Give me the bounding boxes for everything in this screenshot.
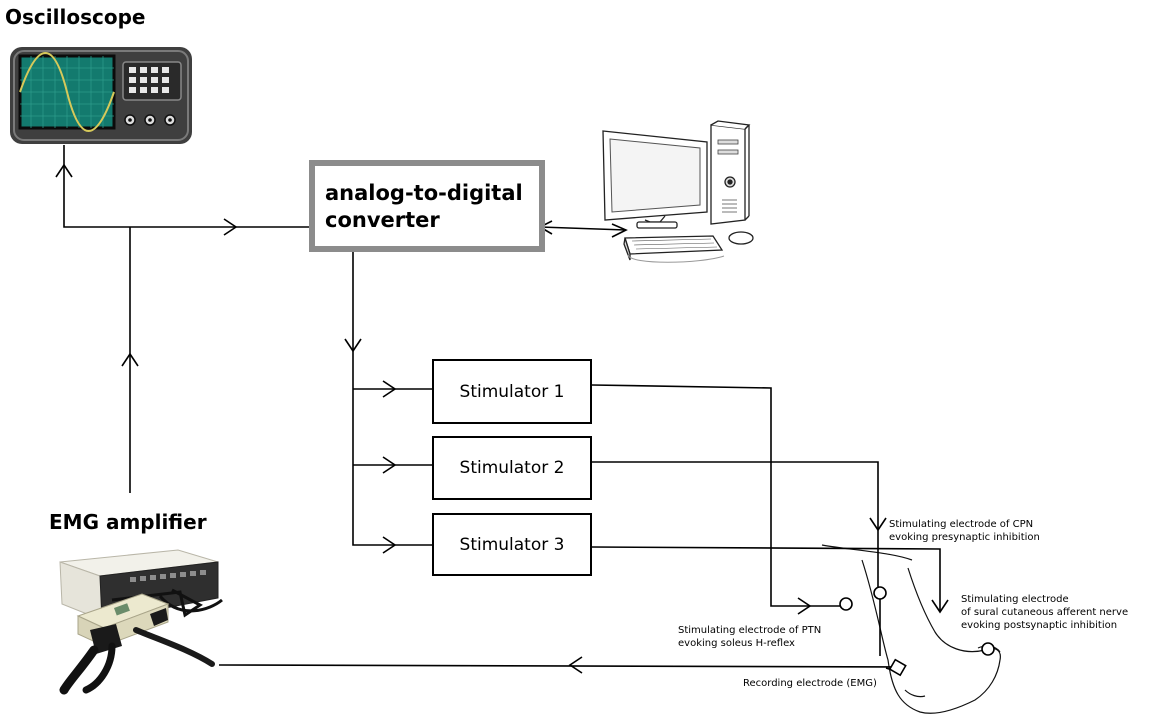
adc-box: analog-to-digital converter (309, 160, 545, 252)
electrodes (839, 586, 995, 677)
ptn-electrode-label: Stimulating electrode of PTN evoking sol… (678, 624, 821, 650)
adc-label-line2: converter (325, 208, 440, 232)
cpn-electrode-label: Stimulating electrode of CPN evoking pre… (889, 518, 1040, 544)
sural-label-line1: Stimulating electrode (961, 594, 1069, 605)
stimulator-1-box: Stimulator 1 (432, 359, 592, 424)
ptn-label-line1: Stimulating electrode of PTN (678, 625, 822, 636)
connection-lines (63, 145, 941, 673)
sural-electrode-label: Stimulating electrode of sural cutaneous… (961, 593, 1128, 632)
recording-electrode (888, 658, 907, 677)
cpn-label-line2: evoking presynaptic inhibition (889, 532, 1040, 543)
stimulator-3-box: Stimulator 3 (432, 513, 592, 576)
oscilloscope-icon (10, 47, 192, 144)
cpn-electrode (873, 586, 887, 600)
computer-icon (602, 120, 754, 263)
sural-label-line3: evoking postsynaptic inhibition (961, 620, 1118, 631)
sural-electrode (981, 642, 995, 656)
ptn-electrode (839, 597, 853, 611)
sural-label-line2: of sural cutaneous afferent nerve (961, 607, 1129, 618)
adc-label-line1: analog-to-digital (325, 181, 523, 205)
stimulator-2-box: Stimulator 2 (432, 436, 592, 500)
recording-electrode-label: Recording electrode (EMG) (743, 678, 877, 689)
arrow-heads (55, 163, 949, 674)
emg-amplifier-title: EMG amplifier (49, 510, 207, 534)
cpn-label-line1: Stimulating electrode of CPN (889, 519, 1034, 530)
oscilloscope-title: Oscilloscope (5, 5, 146, 29)
ptn-label-line2: evoking soleus H-reflex (678, 638, 795, 649)
emg-amplifier-icon (59, 549, 223, 695)
